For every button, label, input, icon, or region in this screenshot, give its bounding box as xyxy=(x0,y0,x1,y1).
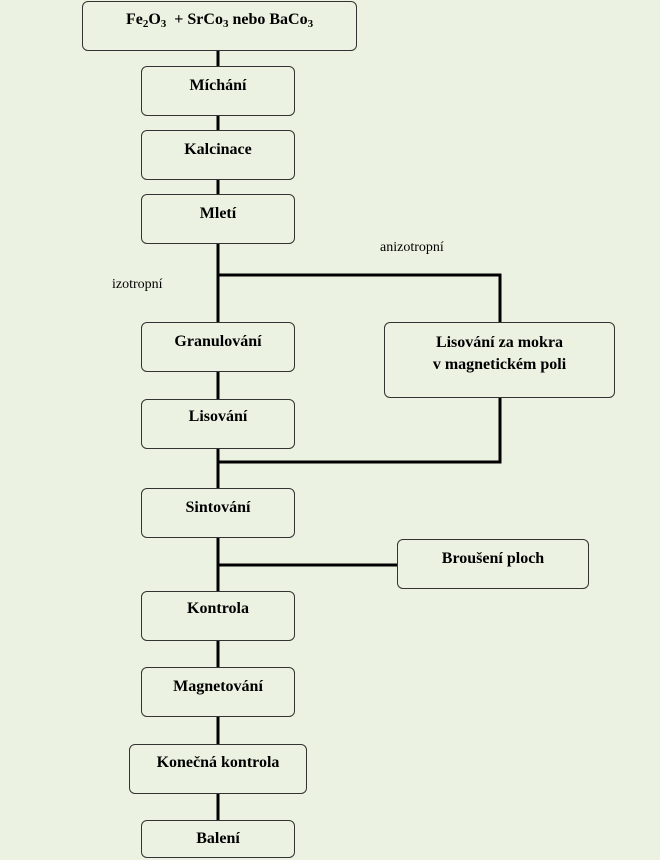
raw-sub-2: 3 xyxy=(160,18,167,30)
label-isotropic: izotropní xyxy=(112,277,163,292)
connector-anisotropic-branch xyxy=(218,273,502,322)
wet-pressing-line-2: v magnetickém poli xyxy=(432,356,567,373)
raw-sub-4: 3 xyxy=(307,18,314,30)
node-sintering: Sintování xyxy=(141,488,295,538)
raw-sub-1: 2 xyxy=(142,18,149,30)
raw-text-srco: + SrCo xyxy=(166,11,223,28)
wet-pressing-line-1: Lisování za mokra xyxy=(435,334,564,351)
label-anisotropic: anizotropní xyxy=(380,240,444,255)
node-milling: Mletí xyxy=(141,194,295,244)
node-magnetization: Magnetování xyxy=(141,667,295,717)
raw-text-o: O xyxy=(148,11,161,28)
connector-anisotropic-merge xyxy=(218,398,502,464)
raw-text-fe: Fe xyxy=(125,11,143,28)
raw-text-baco: nebo BaCo xyxy=(228,11,308,28)
node-pressing: Lisování xyxy=(141,399,295,449)
node-wet-pressing: Lisování za mokra v magnetickém poli xyxy=(384,322,615,398)
node-final-inspection: Konečná kontrola xyxy=(129,744,307,794)
node-mixing: Míchání xyxy=(141,66,295,116)
node-inspection: Kontrola xyxy=(141,591,295,641)
node-calcination: Kalcinace xyxy=(141,130,295,180)
raw-sub-3: 3 xyxy=(222,18,229,30)
node-grinding: Broušení ploch xyxy=(397,539,589,589)
node-raw-materials: Fe2O3 + SrCo3 nebo BaCo3 xyxy=(82,1,357,51)
node-packaging: Balení xyxy=(141,820,295,858)
node-granulation: Granulování xyxy=(141,322,295,372)
